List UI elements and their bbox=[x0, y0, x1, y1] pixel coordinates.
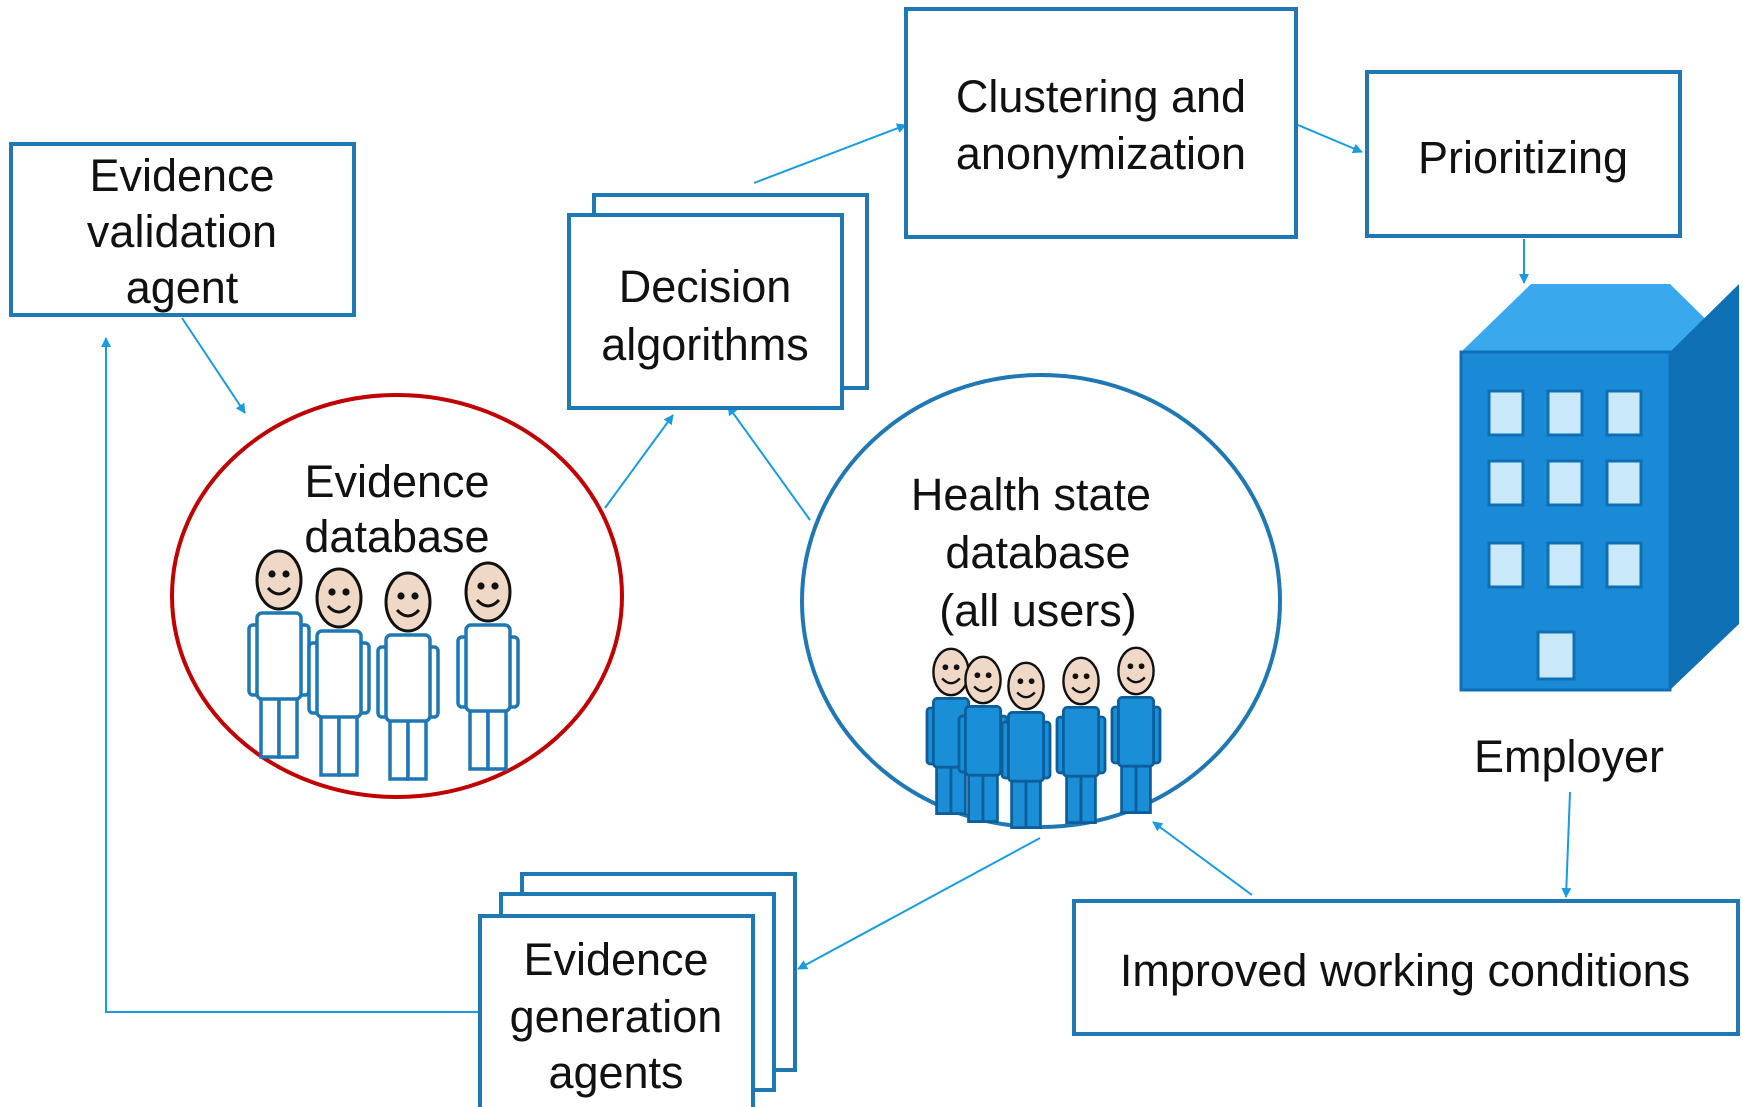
person-icon bbox=[376, 571, 440, 781]
building-window bbox=[1546, 389, 1584, 437]
evidence-generation-line-3: agents bbox=[548, 1047, 683, 1098]
evidence-generation-line-2: generation bbox=[510, 991, 723, 1042]
connectors bbox=[101, 123, 1572, 1013]
improved-working-conditions-label: Improved working conditions bbox=[1120, 945, 1690, 996]
building-window bbox=[1605, 389, 1643, 437]
person-icon bbox=[247, 549, 311, 759]
person-icon bbox=[307, 567, 371, 777]
decision-algorithms-front-card bbox=[567, 213, 844, 410]
building-window bbox=[1487, 459, 1525, 507]
arrow-clustering-to-prioritizing bbox=[1297, 124, 1363, 154]
building-icon bbox=[1459, 284, 1739, 692]
building-window bbox=[1605, 459, 1643, 507]
decision-algorithms-line-2: algorithms bbox=[601, 319, 809, 370]
employer: Employer bbox=[1459, 284, 1739, 782]
clustering-anonymization-line-2: anonymization bbox=[956, 128, 1246, 179]
arrow-improved-to-health-db bbox=[1152, 821, 1253, 896]
building-window bbox=[1487, 541, 1525, 589]
person-icon bbox=[1110, 646, 1162, 814]
person-icon bbox=[456, 561, 520, 771]
arrow-health-db-to-decision bbox=[727, 405, 811, 521]
arrow-evidence-db-to-decision bbox=[604, 414, 674, 509]
building-window bbox=[1487, 389, 1525, 437]
evidence-validation-agent-line-2: validation bbox=[87, 206, 277, 257]
building-window bbox=[1546, 459, 1584, 507]
evidence-validation-agent-line-1: Evidence bbox=[89, 150, 274, 201]
arrow-generation-to-validation bbox=[101, 337, 480, 1013]
arrow-health-db-to-generation bbox=[797, 837, 1041, 970]
person-icon bbox=[1055, 656, 1107, 824]
clustering-anonymization-box: Clustering and anonymization bbox=[904, 7, 1298, 239]
evidence-database-line-2: database bbox=[304, 511, 489, 562]
person-icon bbox=[1000, 661, 1052, 829]
health-state-database-people bbox=[925, 646, 1162, 829]
decision-algorithms-line-1: Decision bbox=[619, 261, 792, 312]
arrow-employer-to-improved bbox=[1561, 791, 1572, 898]
building-top bbox=[1461, 284, 1739, 352]
prioritizing-label: Prioritizing bbox=[1418, 132, 1628, 183]
decision-algorithms-box: Decision algorithms bbox=[567, 193, 869, 410]
evidence-database-line-1: Evidence bbox=[304, 456, 489, 507]
building-side bbox=[1670, 284, 1739, 690]
health-state-database-line-2: database bbox=[945, 527, 1130, 578]
arrow-validation-to-evidence-db bbox=[181, 317, 246, 414]
health-state-database-line-1: Health state bbox=[911, 469, 1151, 520]
building-windows bbox=[1487, 389, 1643, 589]
evidence-generation-front-card bbox=[478, 914, 755, 1107]
employer-label: Employer bbox=[1474, 731, 1664, 782]
evidence-database-people bbox=[247, 549, 520, 781]
health-state-database-line-3: (all users) bbox=[939, 585, 1137, 636]
evidence-generation-agents-box: Evidence generation agents bbox=[478, 872, 797, 1107]
improved-working-conditions-box: Improved working conditions bbox=[1072, 899, 1740, 1036]
evidence-validation-agent-box: Evidence validation agent bbox=[9, 142, 356, 317]
clustering-anonymization-line-1: Clustering and bbox=[956, 71, 1246, 122]
person-icon bbox=[957, 655, 1009, 823]
evidence-validation-agent-line-3: agent bbox=[126, 262, 239, 313]
evidence-generation-line-1: Evidence bbox=[523, 934, 708, 985]
prioritizing-box: Prioritizing bbox=[1365, 70, 1682, 238]
health-state-database: Health state database (all users) bbox=[800, 373, 1282, 829]
building-window bbox=[1605, 541, 1643, 589]
building-door bbox=[1536, 630, 1576, 681]
evidence-database: Evidence database bbox=[170, 393, 624, 799]
arrow-decision-to-clustering bbox=[753, 123, 907, 184]
building-window bbox=[1546, 541, 1584, 589]
